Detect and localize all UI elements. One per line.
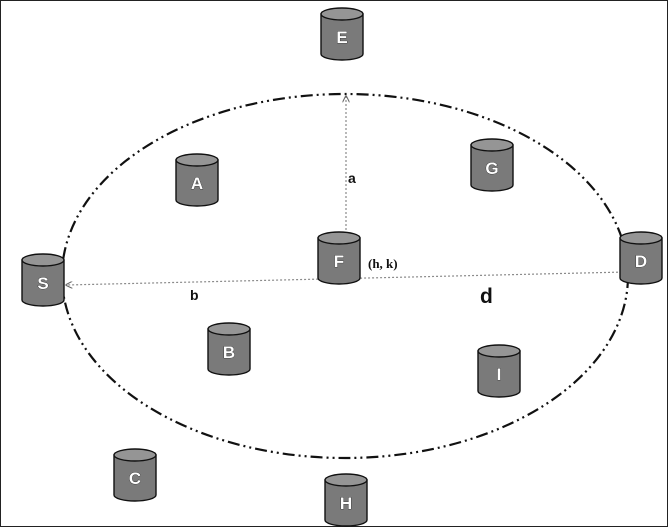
- label-d: d: [480, 285, 493, 308]
- node-c-cylinder-icon: C: [113, 448, 157, 502]
- node-s-label: S: [37, 274, 48, 293]
- node-i-cylinder-icon: I: [477, 344, 521, 398]
- nodes-layer: E A G F D S B I C H: [21, 7, 663, 527]
- node-i-label: I: [497, 365, 502, 384]
- node-g-cylinder-icon: G: [470, 138, 514, 192]
- node-g-label: G: [485, 159, 498, 178]
- node-h-label: H: [340, 494, 352, 513]
- label-b: b: [190, 287, 199, 303]
- node-b-label: B: [223, 343, 235, 362]
- node-e-cylinder-icon: E: [320, 7, 364, 61]
- node-a-label: A: [191, 174, 203, 193]
- node-a-cylinder-icon: A: [175, 153, 219, 207]
- label-center-hk: (h, k): [368, 256, 398, 271]
- node-f-cylinder-icon: F: [317, 231, 361, 285]
- node-h-cylinder-icon: H: [324, 473, 368, 527]
- node-d-cylinder-icon: D: [619, 231, 663, 285]
- label-a: a: [348, 170, 356, 186]
- node-b-cylinder-icon: B: [207, 322, 251, 376]
- node-e-label: E: [336, 28, 347, 47]
- node-c-label: C: [129, 469, 141, 488]
- node-f-label: F: [334, 252, 344, 271]
- node-d-label: D: [635, 252, 647, 271]
- node-s-cylinder-icon: S: [21, 253, 65, 307]
